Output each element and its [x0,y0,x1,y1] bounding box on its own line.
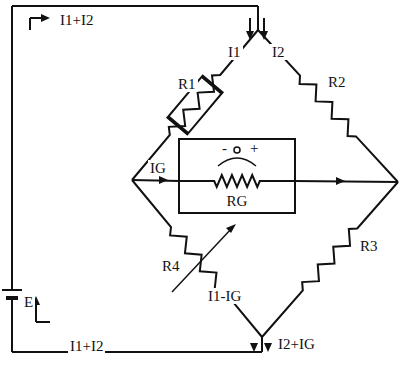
current-label: IG [148,160,168,176]
polarity-sign: - [220,140,229,156]
wire [261,337,263,352]
current-label: I1+I2 [68,338,105,354]
current-label: I1+I2 [58,12,95,28]
wire [12,351,262,353]
wire [11,286,13,290]
resistor-label: R4 [160,258,182,274]
wire [11,298,13,304]
meter-pivot [234,147,240,153]
wire [35,305,37,322]
galvanometer-box: RG [178,138,296,214]
current-arrow [264,343,272,352]
wire [263,18,265,32]
resistor-housing [168,76,222,133]
meter-scale [218,158,256,166]
wire [257,6,259,30]
resistor-symbol [262,182,398,337]
current-arrow [260,31,268,40]
current-arrow [250,343,258,352]
wire [294,181,398,182]
galvanometer-coil [180,175,294,187]
wire [12,5,258,7]
wire [249,18,251,32]
resistor-label: R1 [176,76,198,92]
current-label: I2+IG [276,336,317,352]
wire [11,6,13,286]
current-arrow [159,176,168,184]
wire [36,321,50,323]
resistor-symbol [132,30,258,180]
current-label: I1 [226,44,243,60]
polarity-sign: + [248,140,260,156]
resistor-label: R3 [358,238,380,254]
current-arrow [41,14,50,22]
wire [132,180,180,181]
current-arrow [336,177,345,185]
wire [11,304,13,352]
variable-resistor-symbol [132,180,262,337]
source-label: E [22,294,35,310]
resistor-symbol [258,30,398,182]
current-label: I2 [270,44,287,60]
component-label: RG [225,193,250,209]
resistor-label: R2 [326,74,348,90]
current-label: I1-IG [206,288,243,304]
variable-arrow-head [226,224,236,233]
wire [29,18,31,30]
current-arrow [246,31,254,40]
